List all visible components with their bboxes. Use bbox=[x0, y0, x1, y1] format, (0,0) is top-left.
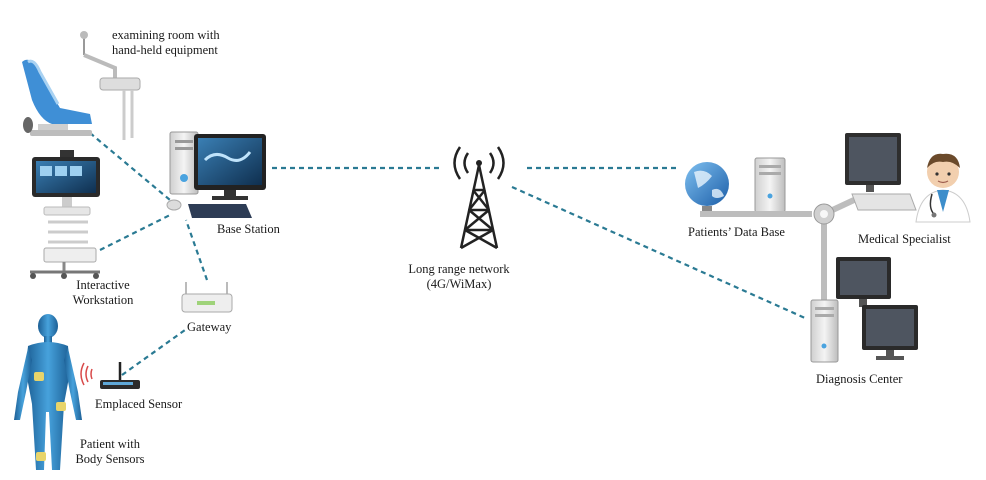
label-diagnosis-center: Diagnosis Center bbox=[816, 372, 903, 386]
network-links bbox=[89, 132, 806, 376]
link-examroom-basestation bbox=[89, 132, 171, 201]
link-gateway-basestation bbox=[184, 219, 209, 281]
body-sensor bbox=[34, 372, 44, 381]
server-tower-icon bbox=[754, 157, 786, 213]
label-examining-room: examining room with hand-held equipment bbox=[112, 28, 220, 57]
desktop-computer-icon bbox=[166, 131, 266, 218]
backbone-pipe bbox=[700, 197, 856, 302]
globe-icon bbox=[685, 162, 729, 214]
workstation-cart-icon bbox=[30, 150, 100, 279]
human-body-icon bbox=[14, 314, 82, 470]
label-medical-specialist: Medical Specialist bbox=[858, 232, 951, 246]
label-base-station: Base Station bbox=[217, 222, 280, 236]
label-patient-body-sensors: Patient with Body Sensors bbox=[75, 437, 145, 466]
signal-waves-icon bbox=[80, 362, 93, 386]
body-sensor bbox=[56, 402, 66, 411]
body-sensor bbox=[36, 452, 46, 461]
label-gateway: Gateway bbox=[187, 320, 232, 334]
doctor-avatar-icon bbox=[915, 153, 971, 223]
link-workstation-basestation bbox=[99, 214, 171, 251]
specialist-monitor-icon bbox=[845, 133, 917, 211]
label-long-range-network: Long range network (4G/WiMax) bbox=[408, 262, 510, 291]
label-patients-data-base: Patients’ Data Base bbox=[688, 225, 785, 239]
label-emplaced-sensor: Emplaced Sensor bbox=[95, 397, 183, 411]
link-sensor-gateway bbox=[121, 329, 186, 376]
label-interactive-workstation: Interactive Workstation bbox=[72, 278, 134, 307]
sensor-router-icon bbox=[100, 362, 140, 389]
gateway-router-icon bbox=[181, 282, 233, 313]
cell-tower-icon bbox=[453, 146, 505, 250]
dental-chair-icon bbox=[22, 31, 141, 140]
diagnosis-workstation-icon bbox=[810, 257, 918, 363]
